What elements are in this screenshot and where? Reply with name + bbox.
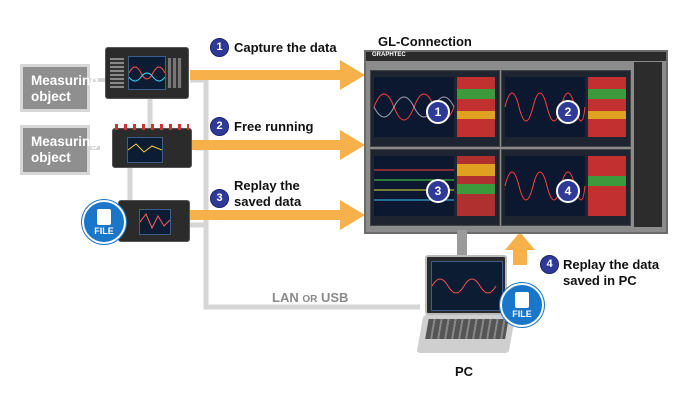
data-logger-1: [105, 47, 189, 99]
monitor-brand: GRAPHTEC: [372, 52, 406, 58]
monitor-topbar: GRAPHTEC: [366, 52, 666, 61]
step-1-badge: 1: [210, 38, 229, 57]
panel-2-badge: 2: [556, 100, 580, 124]
step-3-label: Replay the saved data: [234, 178, 302, 209]
measuring-object-1: Measuring object: [20, 64, 99, 112]
panel-4-badge: 4: [556, 179, 580, 203]
gl-connection-monitor: GRAPHTEC 1 2 3: [364, 50, 668, 234]
pc-label: PC: [455, 364, 474, 379]
arrow-free-running: [190, 130, 365, 160]
file-label-pc: FILE: [512, 309, 532, 319]
laptop-keyboard: [416, 315, 516, 353]
panel-3-badge: 3: [426, 179, 450, 203]
measuring-object-2: Measuring object: [20, 125, 99, 175]
step-4-badge: 4: [540, 255, 559, 274]
arrow-capture: [190, 60, 365, 90]
pc-laptop: [416, 255, 516, 355]
step-2-badge: 2: [210, 117, 229, 136]
file-icon-pc: FILE: [500, 283, 544, 327]
logger-2-screen: [127, 137, 163, 163]
logger-3-screen: [139, 209, 171, 235]
step-3-badge: 3: [210, 189, 229, 208]
measuring-object-1-label: Measuring object: [31, 73, 99, 104]
data-logger-3: [118, 200, 190, 242]
data-logger-2: [112, 124, 192, 168]
step-1-label: Capture the data: [234, 40, 337, 55]
logger-1-screen: [128, 56, 166, 90]
lan-label: LAN: [272, 290, 299, 305]
file-icon-left: FILE: [82, 200, 126, 244]
measuring-object-2-label: Measuring object: [31, 134, 99, 165]
panel-1-badge: 1: [426, 100, 450, 124]
or-label: OR: [302, 294, 318, 305]
arrow-pc-up: [505, 232, 535, 265]
diagram-title: GL-Connection: [378, 34, 472, 49]
arrow-replay: [190, 200, 365, 230]
file-label-left: FILE: [94, 226, 114, 236]
laptop-screen: [431, 261, 503, 311]
usb-label: USB: [320, 290, 349, 305]
step-2-label: Free running: [234, 119, 314, 134]
connection-label: LAN OR USB: [272, 290, 348, 305]
step-4-label: Replay the data saved in PC: [563, 257, 660, 288]
monitor-stand: [457, 230, 467, 258]
